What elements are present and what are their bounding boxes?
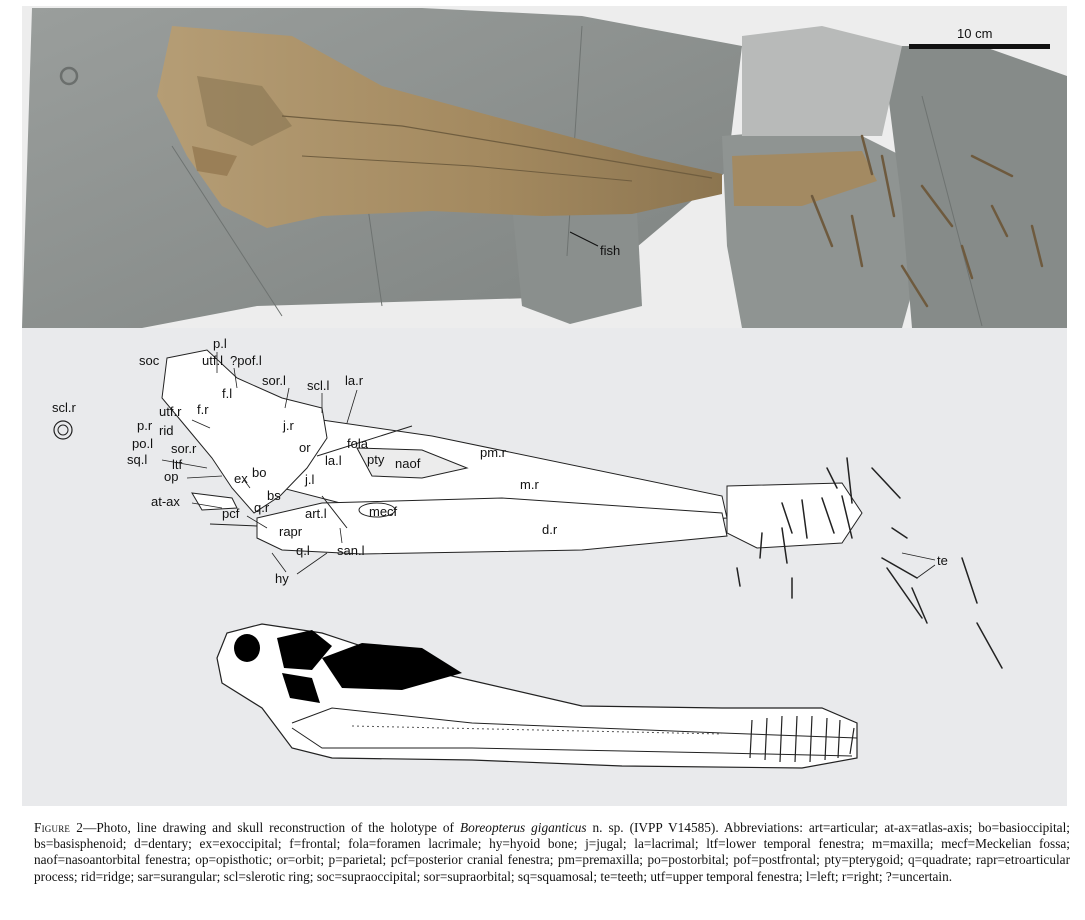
loose-teeth — [736, 557, 1003, 669]
drawing-labels: soc p.l utf.l ?pof.l sor.l scl.l la.r sc… — [52, 336, 948, 586]
label-q-l: q.l — [296, 543, 310, 558]
naof-fenestra — [356, 447, 469, 479]
line-drawing: soc p.l utf.l ?pof.l sor.l scl.l la.r sc… — [52, 336, 1003, 769]
fossil-photo-image: fish 10 cm — [22, 8, 1067, 328]
label-bo: bo — [252, 465, 266, 480]
label-la-l: la.l — [325, 453, 342, 468]
label-naof: naof — [395, 456, 421, 471]
fossil-ring — [59, 66, 79, 86]
label-pty: pty — [367, 452, 385, 467]
label-d-r: d.r — [542, 522, 558, 537]
caption-taxon: Boreopterus giganticus — [459, 820, 587, 835]
reconstruction-tooth-row — [351, 725, 723, 735]
caption-text-after-taxon: n. sp. (IVPP V14585). Abbreviations: art… — [34, 820, 1070, 884]
label-or: or — [299, 440, 311, 455]
label-san-l: san.l — [337, 543, 365, 558]
label-fola: fola — [347, 436, 369, 451]
skull-shadow — [197, 76, 292, 146]
label-po-l: po.l — [132, 436, 153, 451]
jaw-tip-outline — [726, 482, 863, 549]
bone-struts — [209, 425, 413, 529]
label-mecf: mecf — [369, 504, 398, 519]
fossil-photo: fish 10 cm — [22, 6, 1067, 328]
leader-lines — [161, 352, 936, 579]
skull-bone — [157, 26, 722, 228]
label-j-l: j.l — [304, 472, 315, 487]
line-drawing-teeth — [759, 457, 908, 564]
label-bs: bs — [267, 488, 281, 503]
fish-pointer — [569, 231, 599, 247]
reconstruction-jaw-line — [291, 707, 858, 739]
reconstruction-teeth — [749, 715, 855, 763]
figure-caption: Figure 2—Photo, line drawing and skull r… — [34, 820, 1070, 885]
scl-r-ring — [53, 420, 73, 440]
label-pm-r: pm.r — [480, 445, 507, 460]
label-at-ax: at-ax — [151, 494, 180, 509]
label-sor-l: sor.l — [262, 373, 286, 388]
line-drawing-panel: soc p.l utf.l ?pof.l sor.l scl.l la.r sc… — [22, 328, 1067, 806]
reconstruction-naof — [322, 643, 462, 690]
slab-right-b — [882, 46, 1067, 328]
label-pof-l: ?pof.l — [230, 353, 262, 368]
slab-middle — [512, 206, 642, 324]
label-rid: rid — [159, 423, 173, 438]
figure-panel: fish 10 cm — [22, 6, 1067, 806]
reconstruction-lower-temporal-fenestra — [282, 673, 320, 703]
label-p-r: p.r — [137, 418, 153, 433]
jaw-tip-bone — [732, 151, 877, 206]
caption-label: Figure 2 — [34, 820, 84, 835]
fish-label: fish — [600, 243, 620, 258]
label-q-r: q.r — [254, 500, 270, 515]
scattered-teeth — [810, 134, 1044, 308]
reconstruction-orbit — [277, 630, 332, 670]
label-la-r: la.r — [345, 373, 364, 388]
scl-r-ring-inner — [57, 424, 69, 436]
skull-back-outline — [161, 349, 328, 514]
skull-reconstruction — [216, 623, 858, 769]
skull-line-drawing — [161, 349, 863, 555]
label-scl-r: scl.r — [52, 400, 77, 415]
label-utf-r: utf.r — [159, 404, 182, 419]
scale-bar — [909, 44, 1050, 49]
reconstruction-upper-temporal-fenestra — [234, 634, 260, 662]
caption-text-before-taxon: —Photo, line drawing and skull reconstru… — [83, 820, 460, 835]
scale-bar-label: 10 cm — [957, 26, 992, 41]
bone-fragment — [192, 146, 237, 176]
jaw-line-2 — [301, 155, 633, 182]
label-pcf: pcf — [222, 506, 240, 521]
label-m-r: m.r — [520, 477, 539, 492]
label-te: te — [937, 553, 948, 568]
label-p-l: p.l — [213, 336, 227, 351]
mecf-outline — [358, 502, 396, 518]
label-op: op — [164, 469, 178, 484]
label-utf-l: utf.l — [202, 353, 223, 368]
label-art-l: art.l — [305, 506, 327, 521]
label-scl-l: scl.l — [307, 378, 330, 393]
label-rapr: rapr — [279, 524, 303, 539]
slab-right-c — [742, 26, 902, 136]
label-sor-r: sor.r — [171, 441, 197, 456]
label-soc: soc — [139, 353, 160, 368]
label-f-r: f.r — [197, 402, 209, 417]
label-sq-l: sq.l — [127, 452, 147, 467]
label-ex: ex — [234, 471, 248, 486]
label-f-l: f.l — [222, 386, 232, 401]
label-ltf: ltf — [172, 457, 183, 472]
label-hy: hy — [275, 571, 289, 586]
label-j-r: j.r — [282, 418, 295, 433]
jaw-line — [281, 115, 713, 179]
